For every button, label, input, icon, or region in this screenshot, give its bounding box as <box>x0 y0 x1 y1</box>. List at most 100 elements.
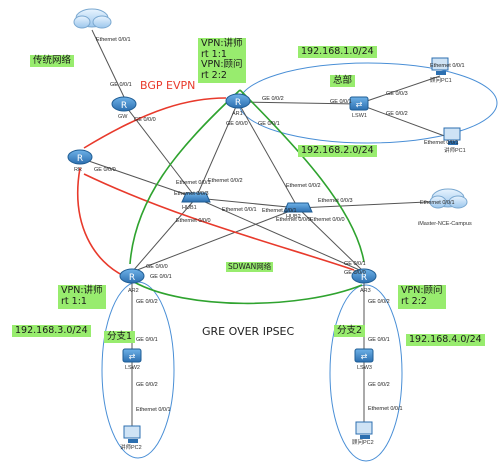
ar1-vpn-line: VPN:讲师 <box>201 38 243 49</box>
svg-text:R: R <box>77 154 83 164</box>
device-name-rr: RR <box>74 167 82 173</box>
port-label: Ethernet 0/0/1 <box>262 208 297 214</box>
port-label: GE 0/0/1 <box>330 99 352 105</box>
pc-icon[interactable] <box>355 421 373 439</box>
port-label: Ethernet 0/0/1 <box>424 140 459 146</box>
port-label: Ethernet 0/0/3 <box>174 191 209 197</box>
ar3-vpn-box: VPN:顾问 rt 2:2 <box>398 285 446 309</box>
device-name-lsw2: LSW2 <box>125 365 140 371</box>
device-name-pc-gw1: 顾问PC1 <box>430 78 452 84</box>
pc-icon[interactable] <box>431 57 449 75</box>
port-label: GE 0/0/1 <box>150 274 172 280</box>
port-label: GE 0/0/0 <box>146 264 168 270</box>
ar2-vpn-line: VPN:讲师 <box>61 285 103 296</box>
switch-icon[interactable]: ⇄ <box>354 348 374 363</box>
port-label: GE 0/0/2 <box>136 299 158 305</box>
device-name-lsw3: LSW3 <box>357 365 372 371</box>
device-name-ar1: AR1 <box>232 111 243 117</box>
hub-icon[interactable] <box>181 192 211 203</box>
svg-text:R: R <box>361 273 367 283</box>
label-subnet-branch1: 192.168.3.0/24 <box>12 325 91 337</box>
port-label: GE 0/0/2 <box>386 111 408 117</box>
router-icon[interactable]: R <box>119 268 145 284</box>
device-name-ar2: AR2 <box>128 288 139 294</box>
port-label: Ethernet 0/0/3 <box>318 198 353 204</box>
port-label: GE 0/0/2 <box>262 96 284 102</box>
port-label: Ethernet 0/0/1 <box>96 37 131 43</box>
port-label: Ethernet 0/0/1 <box>420 200 455 206</box>
device-name-hub1: HUB1 <box>182 205 197 211</box>
svg-text:⇄: ⇄ <box>361 352 368 361</box>
branch2-site-boundary <box>329 284 403 462</box>
port-label: GE 0/0/1 <box>136 337 158 343</box>
ar1-vpn-line: rt 2:2 <box>201 69 227 81</box>
ar2-vpn-line: rt 1:1 <box>61 295 87 307</box>
device-name-ar3: AR3 <box>360 288 371 294</box>
label-branch1: 分支1 <box>104 331 136 343</box>
label-branch2: 分支2 <box>334 325 366 337</box>
label-traditional-network: 传统网络 <box>30 55 75 67</box>
router-icon[interactable]: R <box>351 268 377 284</box>
port-label: Ethernet 0/0/1 <box>136 407 171 413</box>
port-label: Ethernet 0/0/1 <box>430 63 465 69</box>
ar1-vpn-box: VPN:讲师 rt 1:1 VPN:顾问 rt 2:2 <box>198 38 246 83</box>
device-name-gw: GW <box>118 114 128 120</box>
port-label: Ethernet 0/0/0 <box>310 217 345 223</box>
svg-text:R: R <box>121 101 127 111</box>
hub-icon[interactable] <box>283 202 313 213</box>
port-label: GE 0/0/1 <box>258 121 280 127</box>
label-subnet-hq1: 192.168.1.0/24 <box>298 46 377 58</box>
router-icon[interactable]: R <box>67 149 93 165</box>
pc-icon[interactable] <box>443 127 461 145</box>
port-label: GE 0/0/1 <box>110 82 132 88</box>
device-name-campus: iMaster-NCE-Campus <box>418 221 472 227</box>
cloud-icon <box>73 8 112 29</box>
cloud-icon <box>429 188 468 209</box>
bgp-evpn-sessions <box>76 97 355 277</box>
label-sdwan: SDWAN网络 <box>226 262 274 272</box>
device-name-pc-js2: 讲师PC2 <box>120 445 142 451</box>
svg-text:⇄: ⇄ <box>356 100 363 109</box>
ar1-vpn-line: VPN:顾问 <box>201 59 243 71</box>
port-label: GE 0/0/0 <box>226 121 248 127</box>
svg-text:R: R <box>129 273 135 283</box>
switch-icon[interactable]: ⇄ <box>122 348 142 363</box>
port-label: GE 0/0/2 <box>368 299 390 305</box>
port-label: Ethernet 0/0/1 <box>368 406 403 412</box>
port-label: GE 0/0/0 <box>134 117 156 123</box>
port-label: Ethernet 0/0/1 <box>176 180 211 186</box>
port-label: GE 0/0/0 <box>94 167 116 173</box>
pc-icon[interactable] <box>123 425 141 443</box>
port-label: Ethernet 0/0/2 <box>286 183 321 189</box>
port-label: Ethernet 0/0/0 <box>276 217 311 223</box>
port-label: GE 0/0/1 <box>344 261 366 267</box>
label-gre-over-ipsec: GRE OVER IPSEC <box>202 325 295 338</box>
ar3-vpn-line: rt 2:2 <box>401 295 427 307</box>
ar2-vpn-box: VPN:讲师 rt 1:1 <box>58 285 106 309</box>
label-subnet-hq2: 192.168.2.0/24 <box>298 145 377 157</box>
port-label: GE 0/0/3 <box>386 91 408 97</box>
router-icon[interactable]: R <box>111 96 137 112</box>
port-label: Ethernet 0/0/1 <box>222 207 257 213</box>
port-label: Ethernet 0/0/0 <box>176 218 211 224</box>
svg-text:⇄: ⇄ <box>129 352 136 361</box>
label-hq: 总部 <box>330 75 356 87</box>
router-icon[interactable]: R <box>225 93 251 109</box>
label-bgp-evpn: BGP EVPN <box>140 79 196 92</box>
port-label: GE 0/0/0 <box>344 270 366 276</box>
port-label: GE 0/0/2 <box>136 382 158 388</box>
port-label: Ethernet 0/0/2 <box>208 178 243 184</box>
switch-icon[interactable]: ⇄ <box>349 96 369 111</box>
svg-text:R: R <box>235 98 241 108</box>
port-label: GE 0/0/2 <box>368 382 390 388</box>
label-subnet-branch2: 192.168.4.0/24 <box>406 334 485 346</box>
device-name-lsw1: LSW1 <box>352 113 367 119</box>
ar1-vpn-line: rt 1:1 <box>201 48 227 60</box>
gre-tunnels <box>129 89 365 305</box>
ar3-vpn-line: VPN:顾问 <box>401 285 443 296</box>
device-name-pc-gw2: 顾问PC2 <box>352 440 374 446</box>
device-name-hub2: HUB2 <box>286 214 301 220</box>
device-name-pc-js1: 讲师PC1 <box>444 148 466 154</box>
